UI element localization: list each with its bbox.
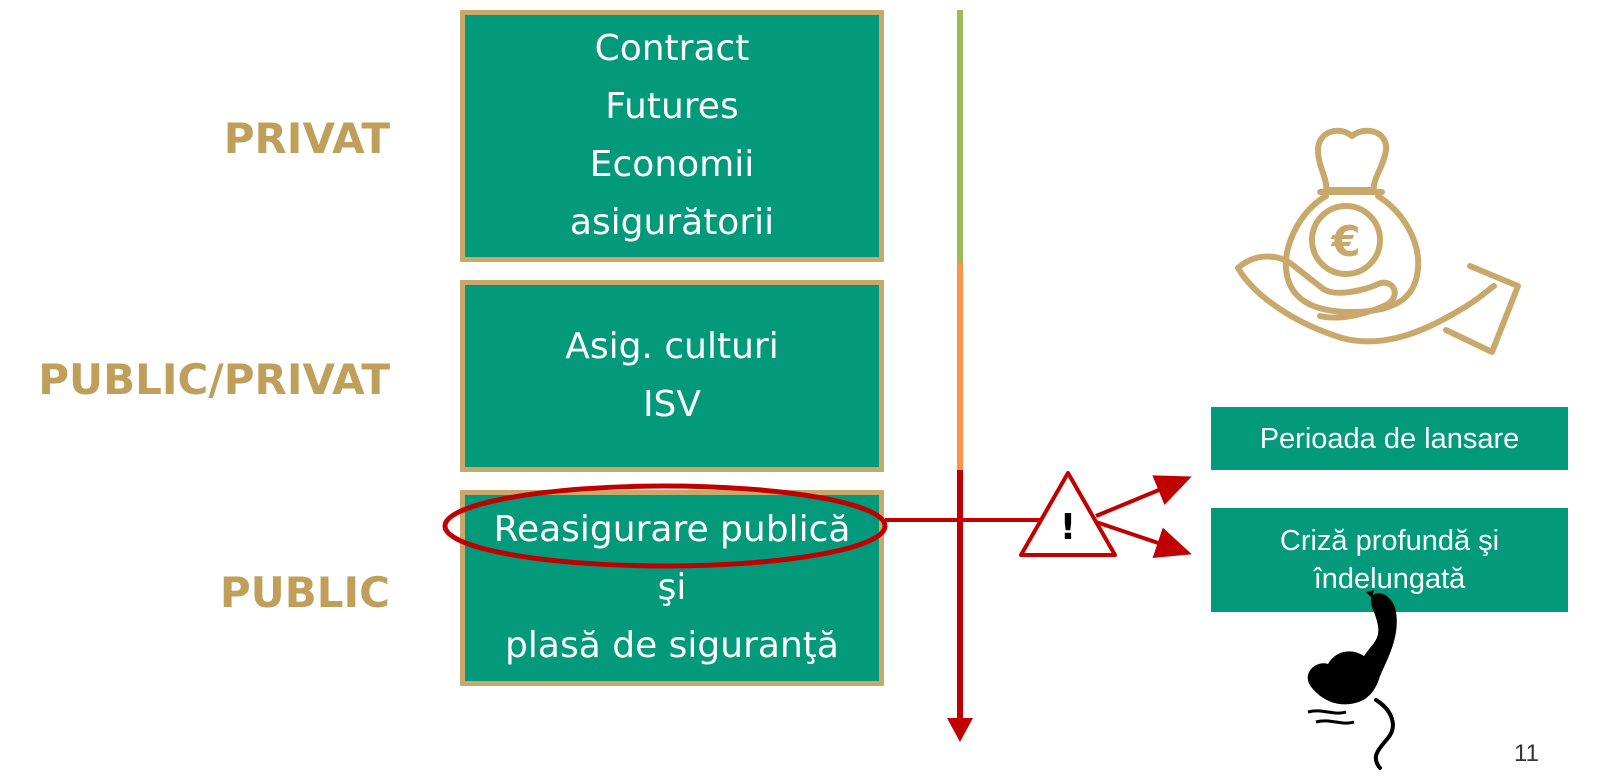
black-swan-icon: [1307, 590, 1397, 770]
tier-label-public-privat: PUBLIC/PRIVAT: [38, 355, 390, 404]
tier-label-public: PUBLIC: [219, 568, 390, 617]
tier-box-line: asigurătorii: [569, 202, 775, 243]
tier-box-public: Reasigurare publică şi plasă de siguranţ…: [460, 490, 884, 686]
tier-box-line: şi: [657, 567, 687, 608]
warning-triangle-icon: !: [1019, 471, 1117, 557]
outcome-line: îndelungată: [1313, 563, 1466, 595]
euro-symbol: €: [1330, 217, 1360, 266]
timeline-arrowhead: [947, 718, 973, 742]
outcome-launch-period: Perioada de lansare: [1211, 407, 1568, 470]
tier-box-public-privat: Asig. culturi ISV: [460, 280, 884, 472]
tier-box-line: Asig. culturi: [565, 326, 779, 367]
outcome-line: Criză profundă şi: [1279, 525, 1500, 557]
tier-box-line: Economii: [589, 144, 755, 185]
page-number: 11: [1514, 740, 1539, 767]
tier-box-line: Reasigurare publică: [493, 509, 851, 550]
arrow-to-launch-period: [1095, 475, 1192, 518]
tier-box-line: ISV: [642, 384, 702, 425]
money-bag-hand-icon: [1235, 127, 1521, 355]
tier-box-privat: Contract Futures Economii asigurătorii: [460, 10, 884, 262]
tier-box-line: Contract: [594, 28, 750, 69]
outcome-line: Perioada de lansare: [1259, 422, 1520, 455]
highlight-ellipse: [442, 483, 888, 569]
tier-box-line: Futures: [605, 86, 739, 127]
arrow-to-deep-crisis: [1095, 520, 1192, 558]
warning-symbol: !: [1060, 507, 1076, 548]
tier-box-line: plasă de siguranţă: [505, 625, 839, 666]
outcome-deep-crisis: Criză profundă şi îndelungată: [1211, 508, 1568, 612]
tier-label-privat: PRIVAT: [223, 114, 390, 163]
